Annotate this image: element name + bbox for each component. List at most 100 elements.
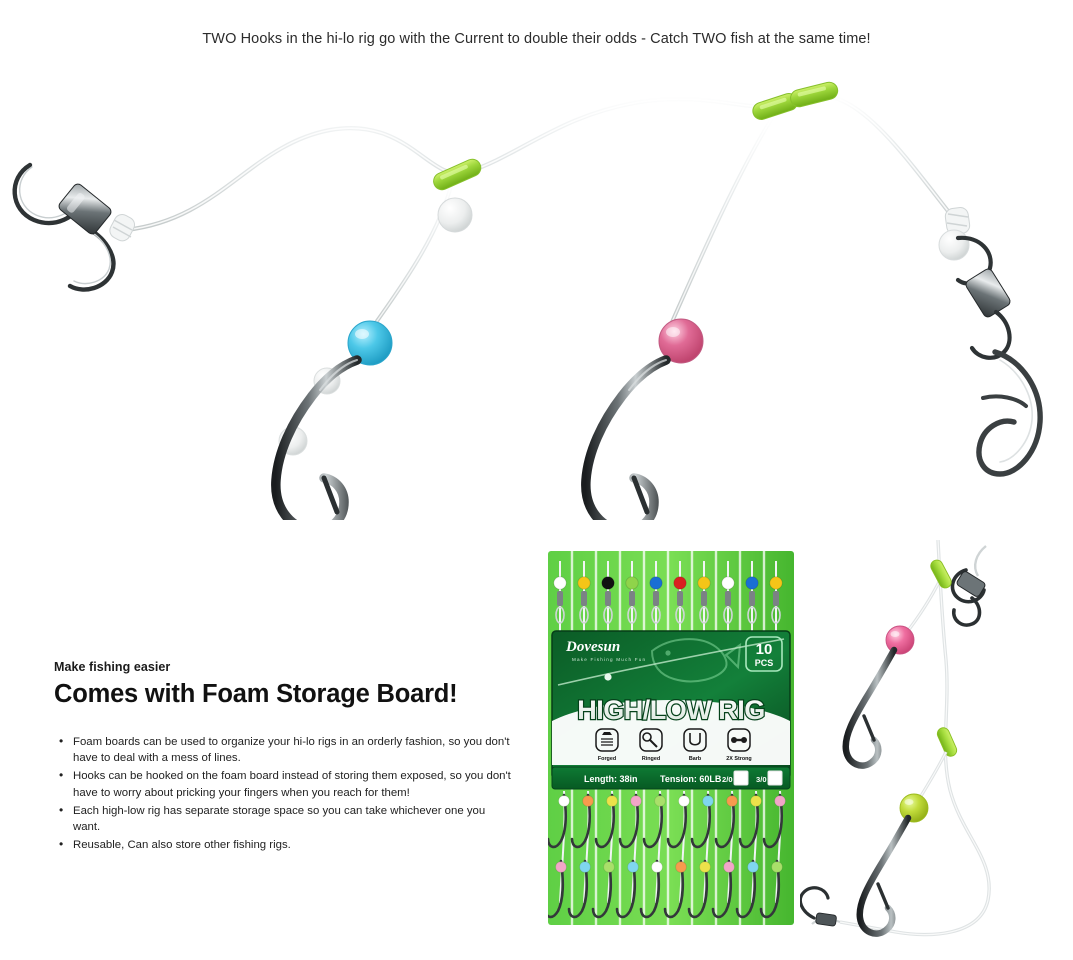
package-swivel-loop (651, 606, 661, 624)
stored-rig-hook-lower (711, 859, 732, 919)
package-swivel-unit (673, 561, 687, 631)
stored-rig-hook-lower (759, 859, 780, 919)
bead-cyan-highlight (355, 329, 369, 339)
stored-rig-hook-lower (639, 859, 660, 919)
package-swivel-barrel (581, 591, 587, 606)
stored-rig (663, 790, 690, 919)
feature-label-ringed: Ringed (642, 756, 660, 762)
package-swivel-barrel (725, 591, 731, 606)
tube-bead-upper-right (790, 81, 839, 108)
stored-rig-hook-upper (618, 793, 639, 849)
package-swivel-bead (769, 576, 783, 590)
side-bead-green-highlight (904, 799, 914, 805)
package-swivel-bead (649, 576, 663, 590)
stored-rig (639, 790, 666, 919)
pcs-unit: PCS (755, 658, 774, 668)
spec-tension: Tension: 60LB (660, 774, 722, 784)
package-label: Dovesun Make Fishing Much Fun 10 PCS HIG… (551, 630, 791, 780)
package-swivel-unit (649, 561, 663, 631)
pcs-badge: 10 PCS (745, 636, 783, 672)
dropper-right (670, 116, 774, 323)
hook-left (271, 355, 362, 520)
list-item: Foam boards can be used to organize your… (59, 733, 514, 766)
stored-rig-bead-lower (723, 861, 735, 873)
hook-right-barb (631, 475, 650, 515)
package-swivel-loop (603, 606, 613, 624)
stored-rig-bead-upper (654, 795, 666, 807)
side-main-line (839, 540, 991, 937)
list-item: Hooks can be hooked on the foam board in… (59, 767, 514, 800)
package-swivel-unit (625, 561, 639, 631)
spec-bar: Length: 38in Tension: 60LB 2/0 3/0 (551, 766, 791, 790)
side-bead-green (899, 793, 929, 823)
side-dropper-upper (902, 579, 942, 637)
stored-rig-bead-upper (558, 795, 570, 807)
stored-rig-bead-lower (675, 861, 687, 873)
product-title: HIGH/LOW RIG (577, 695, 764, 725)
benefit-list: Foam boards can be used to organize your… (54, 733, 514, 853)
package-swivel-loop (675, 606, 685, 624)
package-foam-board: Dovesun Make Fishing Much Fun 10 PCS HIG… (548, 551, 794, 925)
stored-rig-bead-lower (651, 861, 663, 873)
clear-bead-right (938, 229, 970, 261)
foam-board-copy-block: Make fishing easier Comes with Foam Stor… (54, 660, 514, 855)
list-item: Each high-low rig has separate storage s… (59, 802, 514, 835)
clear-bead-left (437, 197, 473, 233)
label-bead-graphic (604, 673, 612, 681)
package-swivel-unit (697, 561, 711, 631)
package-swivel-unit (769, 561, 783, 631)
stored-rig-hook-upper (570, 793, 591, 849)
package-swivel-unit (553, 561, 567, 631)
package-swivel-barrel (749, 591, 755, 606)
feature-label-strong: 2X Strong (726, 756, 751, 762)
stored-rig (711, 790, 738, 919)
size-checkbox-3-0[interactable] (767, 770, 783, 786)
package-swivel-bead (697, 576, 711, 590)
pcs-count: 10 (756, 641, 773, 658)
copy-eyebrow: Make fishing easier (54, 660, 171, 674)
package-swivel-barrel (677, 591, 683, 606)
stored-rig-bead-upper (750, 795, 762, 807)
side-tube-bead-lower (936, 727, 958, 757)
package-swivel-unit (601, 561, 615, 631)
package-swivel-barrel (557, 591, 563, 606)
barb-icon (683, 728, 707, 752)
copy-title: Comes with Foam Storage Board! (54, 680, 458, 708)
hook-right (581, 355, 671, 520)
stored-rig-hook-upper (714, 793, 735, 849)
package-swivel-bead (745, 576, 759, 590)
stored-rig-hook-upper (762, 793, 783, 849)
stored-rig-bead-upper (702, 795, 714, 807)
stored-rig (687, 790, 714, 919)
size-checkbox-2-0[interactable] (733, 770, 749, 786)
package-swivel-loop (555, 606, 565, 624)
package-swivel-unit (577, 561, 591, 631)
package-swivel-loop (699, 606, 709, 624)
side-hook-lower-barb (876, 882, 890, 910)
bead-pink-highlight (666, 327, 680, 337)
package-swivel-loop (723, 606, 733, 624)
stored-rig-rows (548, 790, 786, 919)
package-swivel-loop (579, 606, 589, 624)
brand-tagline: Make Fishing Much Fun (572, 657, 646, 662)
package-swivel-barrel (701, 591, 707, 606)
package-swivel-loop (627, 606, 637, 624)
stored-rig-hook-lower (615, 859, 636, 919)
package-top-swivel-row (553, 561, 783, 631)
stored-rig-hook-upper (690, 793, 711, 849)
side-rig-photo (800, 540, 991, 937)
side-hook-lower (856, 814, 912, 937)
main-line (122, 93, 958, 233)
side-bead-pink (885, 625, 915, 655)
stored-rig-bead-upper (726, 795, 738, 807)
stored-rig-hook-lower (548, 859, 564, 919)
barrel-swivel-right (955, 235, 1012, 360)
side-bead-pink-highlight (890, 631, 900, 637)
stored-rig-hook-lower (735, 859, 756, 919)
package-swivel-bead (673, 576, 687, 590)
stored-rig (735, 790, 762, 919)
hero-rig-illustration (12, 81, 1043, 520)
side-hook-upper (842, 646, 898, 769)
package-swivel-barrel (773, 591, 779, 606)
stored-rig (567, 790, 594, 919)
